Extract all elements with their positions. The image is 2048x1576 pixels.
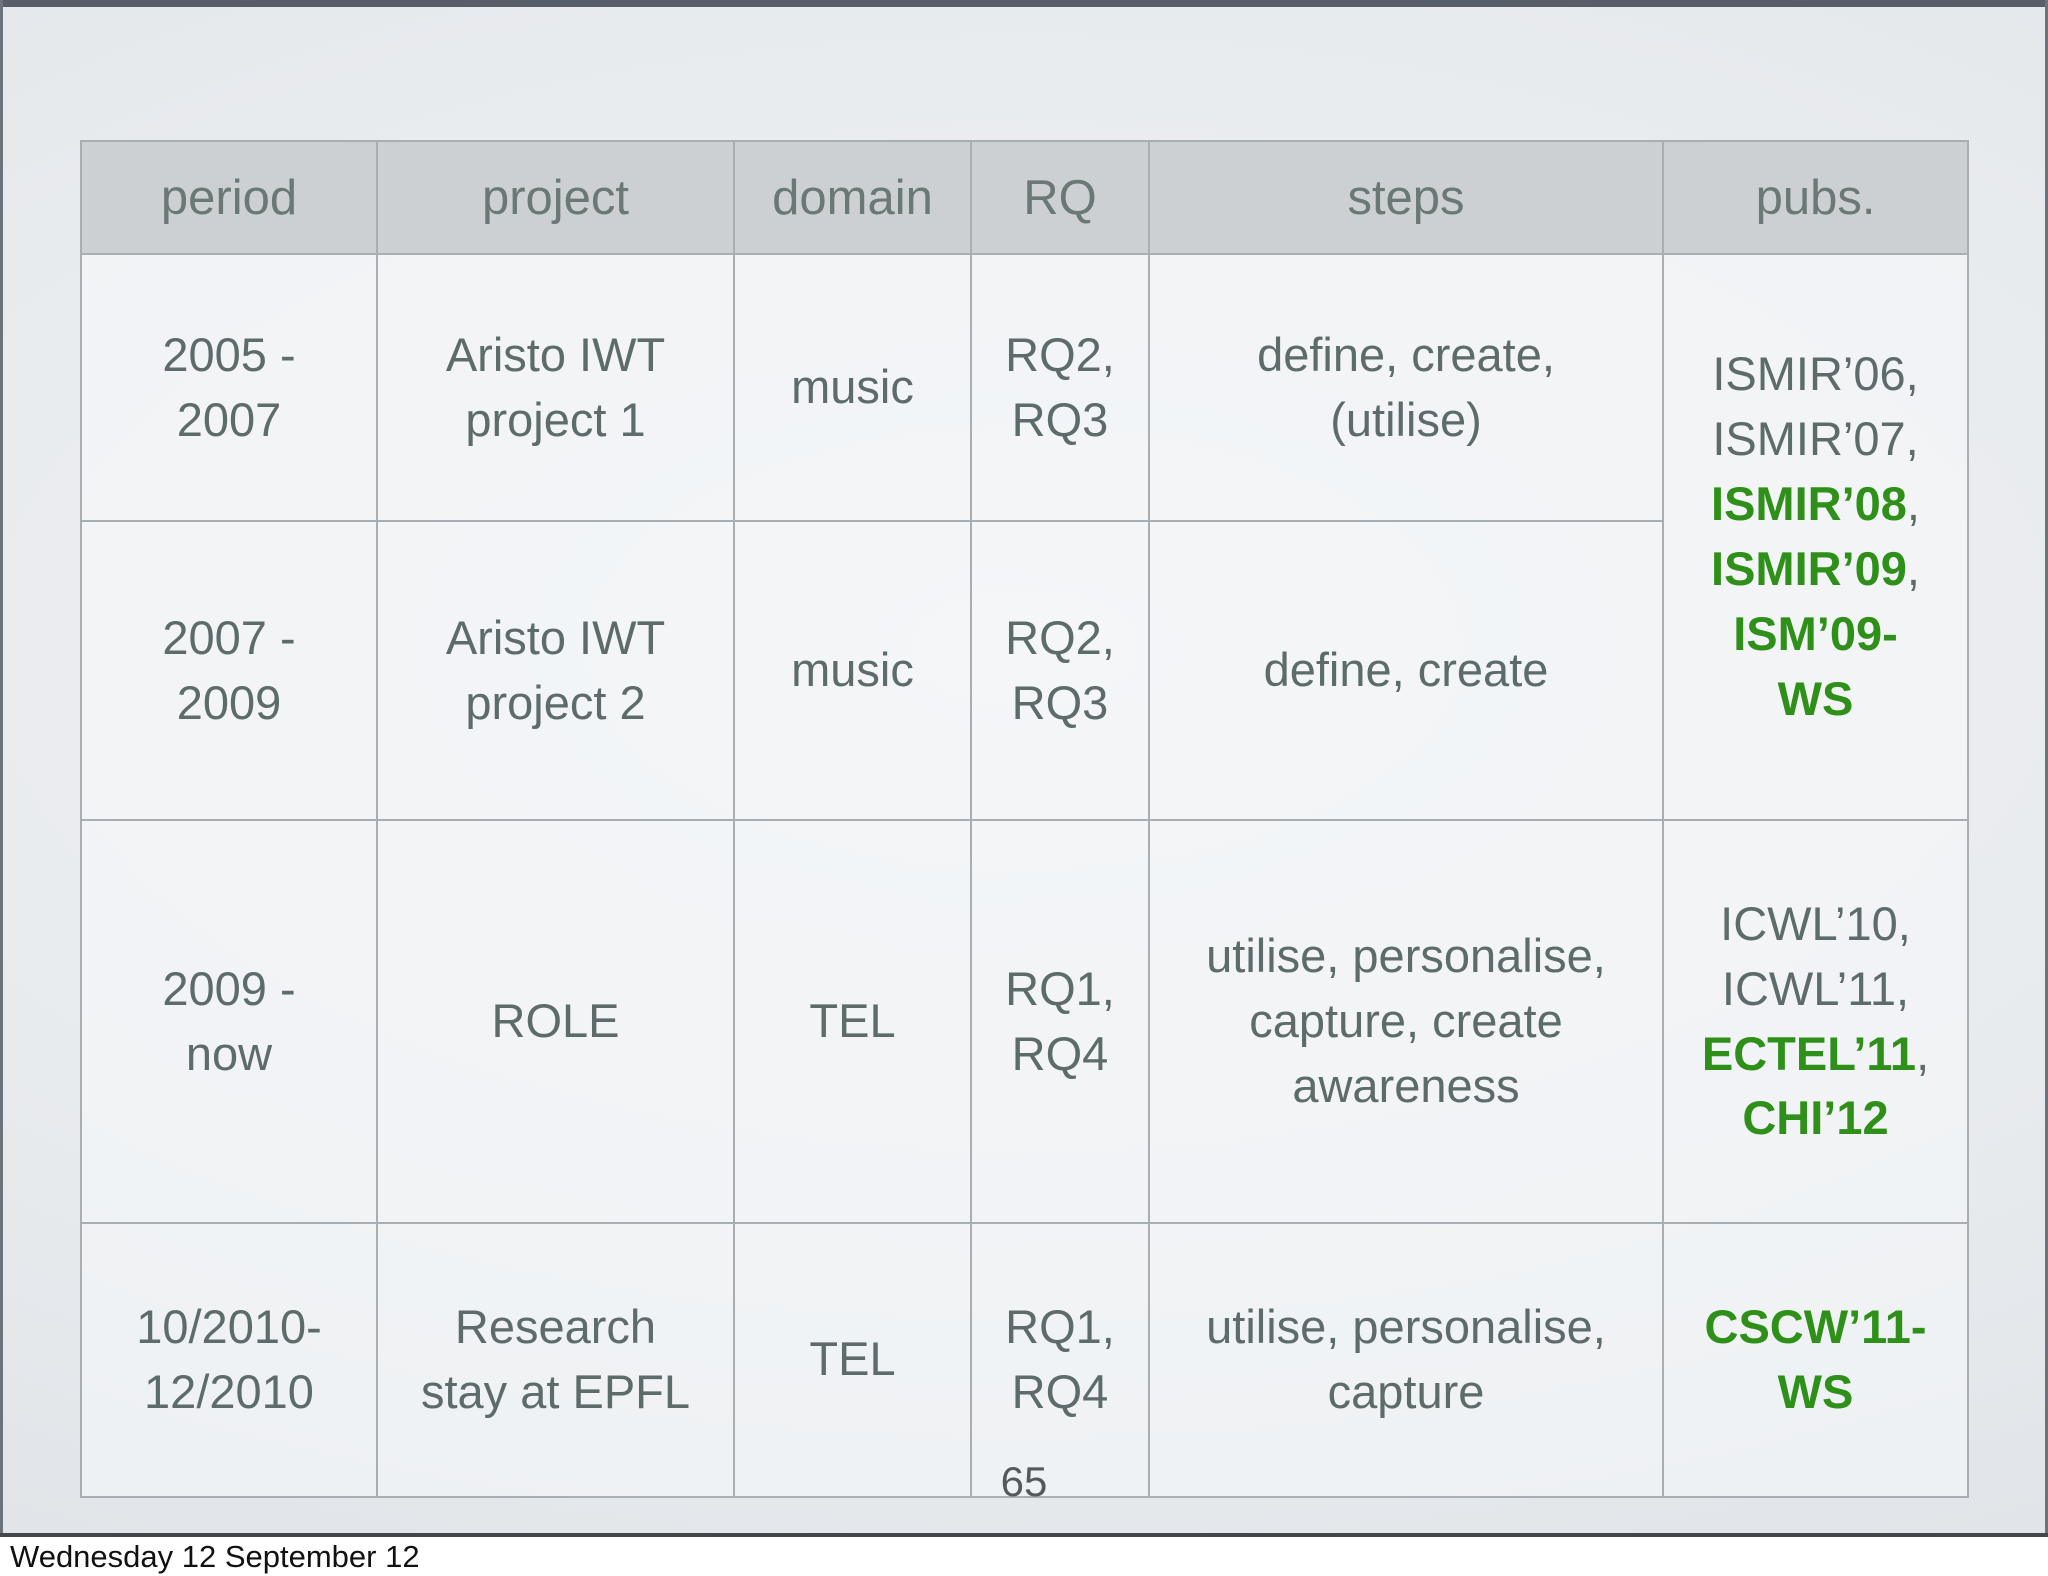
cell-pubs: ICWL’10, ICWL’11, ECTEL’11, CHI’12 [1662, 818, 1969, 1225]
cell-project: Aristo IWT project 1 [376, 253, 735, 522]
table-row: 2009 - now ROLE TEL RQ1, RQ4 utilise, pe… [80, 818, 1969, 1225]
publication: ISMIR’09, [1711, 542, 1920, 595]
cell-period: 2007 - 2009 [80, 520, 378, 821]
cell-steps: utilise, personalise, capture, create aw… [1148, 818, 1664, 1225]
publication: WS [1777, 1364, 1854, 1418]
research-overview-table: period project domain RQ steps pubs. 200… [80, 140, 1969, 1498]
table-row: 2007 - 2009 Aristo IWT project 2 music R… [80, 520, 1968, 821]
cell-rq: RQ1, RQ4 [970, 818, 1150, 1225]
publication: ICWL’10, [1720, 896, 1911, 950]
cell-domain: TEL [733, 818, 972, 1225]
publication: ISMIR’06, [1712, 347, 1919, 401]
cell-project: Research stay at EPFL [376, 1222, 735, 1498]
publication: ICWL’11, [1721, 961, 1910, 1015]
slide-border-top [0, 0, 2048, 7]
cell-rq: RQ2, RQ3 [970, 253, 1150, 522]
pubs-list: ICWL’10, ICWL’11, ECTEL’11, CHI’12 [1674, 892, 1957, 1151]
pubs-list: ISMIR’06, ISMIR’07, ISMIR’08, ISMIR’09, ISM’… [1674, 342, 1957, 731]
cell-pubs-merged: ISMIR’06, ISMIR’07, ISMIR’08, ISMIR’09, ISM’… [1662, 253, 1969, 821]
column-header-rq: RQ [970, 140, 1150, 255]
cell-domain: TEL [733, 1222, 972, 1498]
publication: CSCW’11- [1704, 1300, 1927, 1354]
cell-project: Aristo IWT project 2 [376, 520, 735, 821]
cell-rq: RQ2, RQ3 [970, 520, 1150, 821]
cell-steps: utilise, personalise, capture [1148, 1222, 1664, 1498]
pubs-list: CSCW’11- WS [1674, 1295, 1957, 1425]
cell-pubs: CSCW’11- WS [1662, 1222, 1969, 1498]
table-row: 2005 - 2007 Aristo IWT project 1 music R… [80, 253, 1969, 821]
publication: ECTEL’11, [1701, 1026, 1930, 1080]
cell-steps: define, create, (utilise) [1148, 253, 1664, 522]
publication: ISMIR’07, [1712, 412, 1919, 466]
slide-border-right [2045, 0, 2048, 1537]
footer-date: Wednesday 12 September 12 [0, 1537, 2048, 1576]
cell-domain: music [733, 253, 972, 522]
publication: ISMIR’08, [1711, 477, 1920, 531]
cell-domain: music [733, 520, 972, 821]
cell-project: ROLE [376, 818, 735, 1225]
cell-steps: define, create [1148, 520, 1664, 821]
header-row: period project domain RQ steps pubs. [80, 140, 1969, 255]
column-header-project: project [376, 140, 735, 255]
publication: ISM’09- [1733, 606, 1898, 660]
column-header-steps: steps [1148, 140, 1664, 255]
slide-border-bottom [0, 1533, 2048, 1537]
column-header-pubs: pubs. [1662, 140, 1969, 255]
cell-period: 2009 - now [80, 818, 378, 1225]
column-header-period: period [80, 140, 378, 255]
publication: CHI’12 [1742, 1091, 1889, 1145]
table-row: 10/2010- 12/2010 Research stay at EPFL T… [80, 1222, 1969, 1498]
column-header-domain: domain [733, 140, 972, 255]
publication: WS [1777, 671, 1854, 725]
page-number: 65 [1000, 1458, 1048, 1505]
cell-rq: RQ1, RQ4 [970, 1222, 1150, 1498]
slide-border-left [0, 0, 3, 1537]
cell-period: 2005 - 2007 [80, 253, 378, 522]
cell-period: 10/2010- 12/2010 [80, 1222, 378, 1498]
